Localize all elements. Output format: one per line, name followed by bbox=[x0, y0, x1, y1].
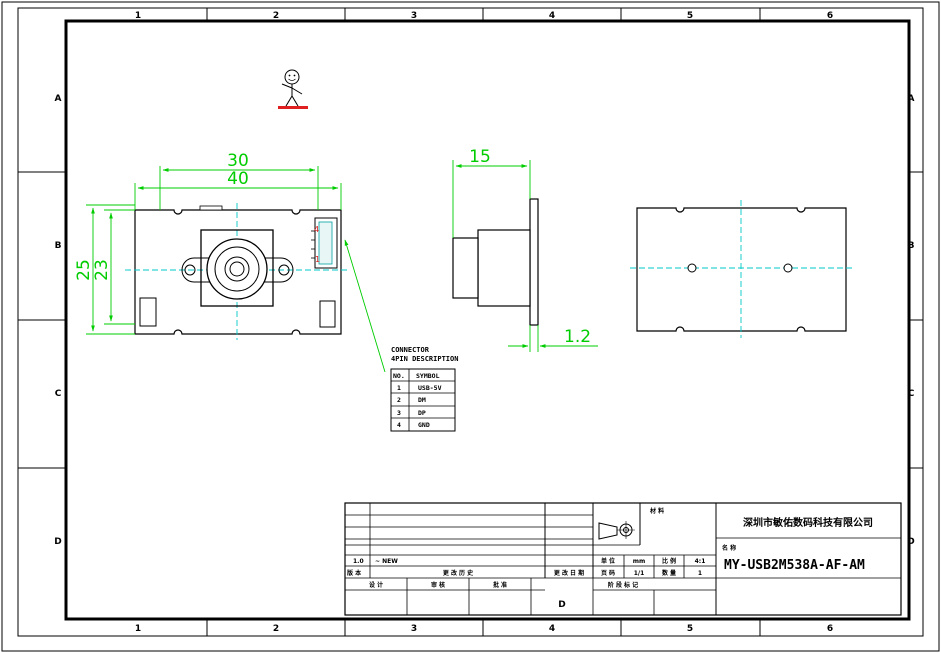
zone-row-d: D bbox=[54, 537, 61, 547]
connector-leader bbox=[344, 239, 386, 373]
board-tab bbox=[199, 205, 223, 211]
board-outline bbox=[134, 209, 342, 335]
side-dimensions bbox=[452, 160, 598, 352]
connector-title-2: 4PIN DESCRIPTION bbox=[391, 355, 458, 363]
side-lens bbox=[452, 237, 479, 299]
lens-barrel bbox=[206, 238, 268, 300]
table-cell: USB-5V bbox=[418, 384, 442, 392]
qty-label: 数 量 bbox=[662, 569, 676, 577]
dim-15: 15 bbox=[469, 147, 491, 167]
back-view bbox=[630, 200, 853, 338]
scale-label: 比 例 bbox=[662, 557, 676, 565]
front-dimensions bbox=[86, 166, 342, 335]
zone-col-5-bottom: 5 bbox=[687, 624, 693, 634]
page-label: 页 码 bbox=[601, 569, 615, 577]
dim-1-2: 1.2 bbox=[564, 327, 591, 347]
unit-value: mm bbox=[633, 558, 646, 565]
change-history-label: 更 改 历 史 bbox=[443, 569, 474, 577]
table-cell: 4 bbox=[397, 421, 401, 429]
side-lens-holder bbox=[477, 229, 531, 307]
logo-figure bbox=[278, 69, 308, 109]
material-label: 材 料 bbox=[649, 507, 664, 515]
zone-col-4: 4 bbox=[549, 11, 555, 21]
zone-row-a: A bbox=[55, 94, 62, 104]
change-date-label: 更 改 日 期 bbox=[554, 569, 584, 577]
stage-value: D bbox=[558, 600, 565, 610]
table-cell: 1 bbox=[397, 384, 401, 392]
zone-col-3-bottom: 3 bbox=[411, 624, 417, 634]
zone-col-4-bottom: 4 bbox=[549, 624, 555, 634]
title-block-text: 材 料 深圳市敏佑数码科技有限公司 名 称 MY-USB2M538A-AF-AM… bbox=[346, 507, 873, 610]
zone-col-1: 1 bbox=[135, 11, 141, 21]
dim-40: 40 bbox=[227, 169, 249, 189]
connector-table: CONNECTOR 4PIN DESCRIPTION NO. SYMBOL 1 … bbox=[390, 346, 458, 432]
model-number: MY-USB2M538A-AF-AM bbox=[724, 558, 865, 573]
front-view: 4 1 bbox=[125, 203, 348, 340]
zone-row-a-right: A bbox=[908, 94, 915, 104]
zone-row-c-right: C bbox=[908, 389, 915, 399]
unit-label: 单 位 bbox=[601, 557, 615, 565]
side-board bbox=[529, 198, 539, 326]
back-board-outline bbox=[636, 207, 847, 332]
title-block bbox=[344, 502, 902, 616]
drawing-frame bbox=[64, 19, 911, 621]
zone-border bbox=[17, 7, 924, 637]
dim-23: 23 bbox=[92, 259, 112, 281]
connector-title-1: CONNECTOR bbox=[391, 346, 430, 354]
side-view bbox=[452, 198, 539, 326]
version-value: 1.0 bbox=[353, 558, 364, 565]
zone-row-d-right: D bbox=[907, 537, 914, 547]
scale-value: 4:1 bbox=[695, 558, 706, 565]
zone-col-2: 2 bbox=[273, 11, 279, 21]
table-cell: DP bbox=[418, 409, 426, 417]
pin-4-label: 4 bbox=[314, 225, 319, 234]
zone-row-b: B bbox=[55, 241, 62, 251]
design-label: 设 计 bbox=[369, 581, 383, 589]
zone-ticks bbox=[18, 8, 923, 636]
lens-holder bbox=[200, 229, 274, 307]
table-cell: GND bbox=[418, 421, 430, 429]
table-header-symbol: SYMBOL bbox=[416, 372, 440, 380]
zone-col-6-bottom: 6 bbox=[827, 624, 833, 634]
zone-col-2-bottom: 2 bbox=[273, 624, 279, 634]
version-note: ~ NEW bbox=[375, 558, 398, 565]
table-cell: 2 bbox=[397, 396, 401, 404]
zone-col-5: 5 bbox=[687, 11, 693, 21]
qty-value: 1 bbox=[698, 570, 702, 577]
zone-col-3: 3 bbox=[411, 11, 417, 21]
company-name: 深圳市敏佑数码科技有限公司 bbox=[743, 516, 873, 529]
pin-1-label: 1 bbox=[315, 255, 320, 264]
approve-label: 批 准 bbox=[493, 581, 507, 589]
stage-label: 阶 段 标 记 bbox=[608, 581, 638, 589]
table-cell: DM bbox=[418, 396, 426, 404]
page-value: 1/1 bbox=[634, 570, 645, 577]
zone-col-6: 6 bbox=[827, 11, 833, 21]
dim-25: 25 bbox=[74, 259, 94, 281]
table-cell: 3 bbox=[397, 409, 401, 417]
review-label: 审 核 bbox=[431, 581, 445, 589]
name-label: 名 称 bbox=[722, 544, 736, 552]
zone-col-1-bottom: 1 bbox=[135, 624, 141, 634]
dim-30: 30 bbox=[227, 151, 249, 171]
zone-row-c: C bbox=[55, 389, 62, 399]
table-header-no: NO. bbox=[393, 372, 405, 380]
zone-row-b-right: B bbox=[908, 241, 915, 251]
rev-label: 版 本 bbox=[346, 569, 362, 577]
